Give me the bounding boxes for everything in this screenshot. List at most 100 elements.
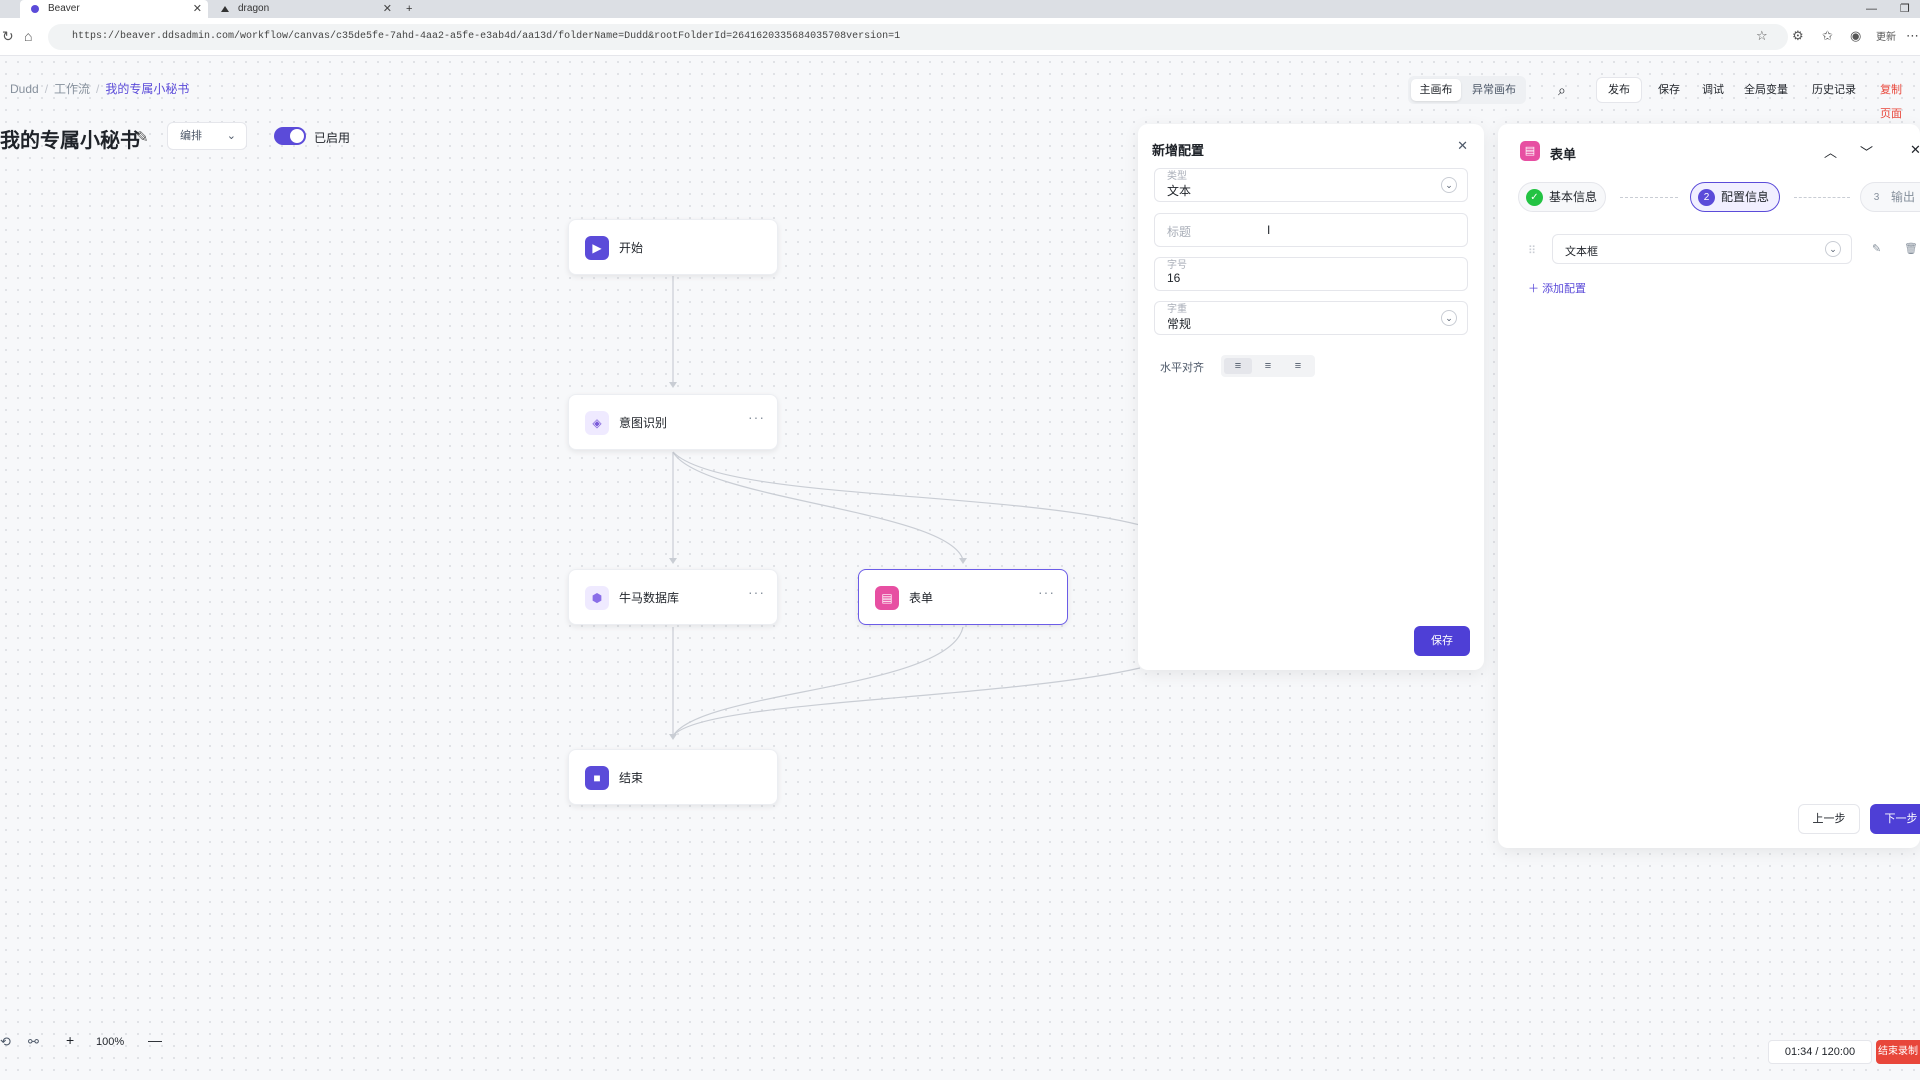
type-value: 文本 — [1167, 184, 1192, 198]
reload-icon[interactable]: ↻ — [2, 28, 14, 44]
fontweight-label: 字重 — [1167, 304, 1187, 315]
check-icon: ✓ — [1526, 189, 1543, 206]
more-icon[interactable]: ··· — [748, 584, 765, 600]
fontsize-input[interactable]: 字号 16 — [1154, 257, 1468, 291]
chevron-up-icon[interactable]: ︿ — [1824, 145, 1838, 160]
star-icon[interactable]: ☆ — [1756, 28, 1768, 43]
node-database[interactable]: ⬢ 牛马数据库 ··· — [568, 569, 778, 625]
arrow-head — [669, 734, 677, 740]
form-panel: ▤ 表单 ︿ ﹀ ✕ ✓ 基本信息 2 配置信息 3 输出 ⠿ 文本框 ⌄ ✎ … — [1498, 124, 1920, 848]
node-start-label: 开始 — [619, 241, 644, 255]
more-icon[interactable]: ··· — [748, 409, 765, 425]
end-recording-button[interactable]: 结束录制 — [1876, 1040, 1920, 1064]
breadcrumb-workflow[interactable]: 工作流 — [54, 82, 91, 96]
segment-exception-canvas[interactable]: 异常画布 — [1472, 84, 1516, 96]
node-intent-label: 意图识别 — [619, 416, 668, 430]
align-center-icon[interactable]: ≡ — [1264, 360, 1272, 372]
restore-icon[interactable]: ❐ — [1900, 3, 1910, 15]
node-form-label: 表单 — [909, 591, 934, 605]
tab-beaver-label: Beaver — [48, 3, 80, 14]
form-icon: ▤ — [1520, 141, 1540, 161]
delete-icon[interactable]: 🗑 — [1904, 243, 1918, 255]
segment-main-canvas[interactable]: 主画布 — [1411, 79, 1461, 101]
more-icon[interactable]: ··· — [1038, 584, 1055, 600]
tab-beaver[interactable]: Beaver ✕ — [20, 0, 208, 18]
chevron-down-icon: ⌄ — [226, 130, 236, 142]
beaver-favicon-icon — [31, 5, 39, 13]
global-vars-button[interactable]: 全局变量 — [1744, 84, 1788, 96]
minimize-icon[interactable]: — — [1866, 3, 1877, 15]
node-start[interactable]: ▶ 开始 — [568, 219, 778, 275]
field-type-select[interactable]: 文本框 ⌄ — [1552, 234, 1852, 264]
type-label: 类型 — [1167, 171, 1187, 182]
save-button[interactable]: 保存 — [1658, 84, 1680, 96]
node-form[interactable]: ▤ 表单 ··· — [858, 569, 1068, 625]
home-icon[interactable]: ⌂ — [24, 28, 33, 44]
breadcrumb-current: 我的专属小秘书 — [105, 82, 190, 96]
type-select[interactable]: 类型 文本 ⌄ — [1154, 168, 1468, 202]
plus-icon: ＋ — [1528, 283, 1539, 295]
drag-handle-icon[interactable]: ⠿ — [1528, 245, 1537, 257]
breadcrumb-root[interactable]: Dudd — [10, 82, 39, 96]
url-text: https://beaver.ddsadmin.com/workflow/can… — [72, 31, 901, 42]
edit-icon[interactable]: ✎ — [1872, 243, 1882, 255]
step-config-label: 配置信息 — [1721, 190, 1770, 204]
zoom-in-icon[interactable]: + — [66, 1032, 75, 1048]
history-button[interactable]: 历史记录 — [1812, 84, 1856, 96]
step-output[interactable]: 3 输出 — [1860, 182, 1920, 212]
test-button[interactable]: 调试 — [1702, 84, 1724, 96]
arrow-head — [669, 382, 677, 388]
edge-intent-offscreen — [672, 451, 1141, 526]
align-segment: ≡ ≡ ≡ — [1221, 355, 1315, 377]
prev-button[interactable]: 上一步 — [1798, 804, 1860, 834]
fontsize-value: 16 — [1167, 271, 1181, 285]
browser-tab-bar: Beaver ✕ dragon ✕ + — ❐ — [0, 0, 1920, 18]
chevron-down-icon: ⌄ — [1441, 310, 1457, 326]
recording-timer: 01:34 / 120:00 — [1768, 1040, 1872, 1064]
eye-icon: ◈ — [585, 411, 609, 435]
publish-button[interactable]: 发布 — [1596, 77, 1642, 103]
favorites-icon[interactable]: ✩ — [1822, 28, 1833, 43]
chevron-down-icon: ⌄ — [1441, 177, 1457, 193]
more-icon[interactable]: ⋯ — [1906, 28, 1919, 43]
new-tab-button[interactable]: + — [406, 3, 413, 15]
play-icon: ▶ — [585, 236, 609, 260]
copy-page-button[interactable]: 复制页面 — [1880, 84, 1902, 120]
step-basic-label: 基本信息 — [1549, 190, 1598, 204]
align-right-icon[interactable]: ≡ — [1294, 360, 1302, 372]
step-2-number: 2 — [1698, 189, 1715, 206]
breadcrumb-separator: / — [96, 82, 100, 96]
node-end[interactable]: ■ 结束 — [568, 749, 778, 805]
edit-icon[interactable]: ✎ — [136, 129, 149, 146]
fontweight-select[interactable]: 字重 常规 ⌄ — [1154, 301, 1468, 335]
enabled-toggle[interactable] — [274, 127, 306, 145]
zoom-out-icon[interactable]: — — [148, 1032, 162, 1048]
profile-avatar[interactable]: ◉ — [1850, 28, 1862, 43]
mode-select[interactable]: 编排 ⌄ — [167, 122, 247, 150]
step-basic-info[interactable]: ✓ 基本信息 — [1518, 182, 1606, 212]
fit-view-icon[interactable]: ⟲ — [0, 1034, 11, 1049]
layout-icon[interactable]: ⚯ — [28, 1034, 39, 1049]
tab-dragon[interactable]: dragon ✕ — [210, 0, 398, 18]
close-icon[interactable]: ✕ — [1457, 138, 1468, 153]
align-left-icon[interactable]: ≡ — [1224, 358, 1252, 374]
close-icon[interactable]: ✕ — [192, 3, 202, 15]
arrow-head — [669, 558, 677, 564]
title-input[interactable]: 标题 I — [1154, 213, 1468, 247]
close-icon[interactable]: ✕ — [382, 3, 392, 15]
chevron-down-icon[interactable]: ﹀ — [1860, 145, 1874, 160]
address-bar: ↻ ⌂ https://beaver.ddsadmin.com/workflow… — [0, 18, 1920, 56]
add-config-button[interactable]: ＋ 添加配置 — [1528, 280, 1586, 296]
edge-form-end — [672, 626, 964, 737]
extensions-icon[interactable]: ⚙ — [1792, 28, 1804, 43]
profile-text[interactable]: 更新 — [1876, 32, 1896, 43]
url-field[interactable]: https://beaver.ddsadmin.com/workflow/can… — [48, 24, 1788, 50]
close-icon[interactable]: ✕ — [1910, 142, 1920, 157]
cube-icon: ⬢ — [585, 586, 609, 610]
step-config-info[interactable]: 2 配置信息 — [1690, 182, 1780, 212]
search-icon[interactable]: ⌕ — [1558, 82, 1566, 98]
config-panel: 新增配置 ✕ 类型 文本 ⌄ 标题 I 字号 16 字重 常规 ⌄ 水平对齐 ≡… — [1138, 124, 1484, 670]
node-intent[interactable]: ◈ 意图识别 ··· — [568, 394, 778, 450]
next-button[interactable]: 下一步 — [1870, 804, 1920, 834]
save-button[interactable]: 保存 — [1414, 626, 1470, 656]
